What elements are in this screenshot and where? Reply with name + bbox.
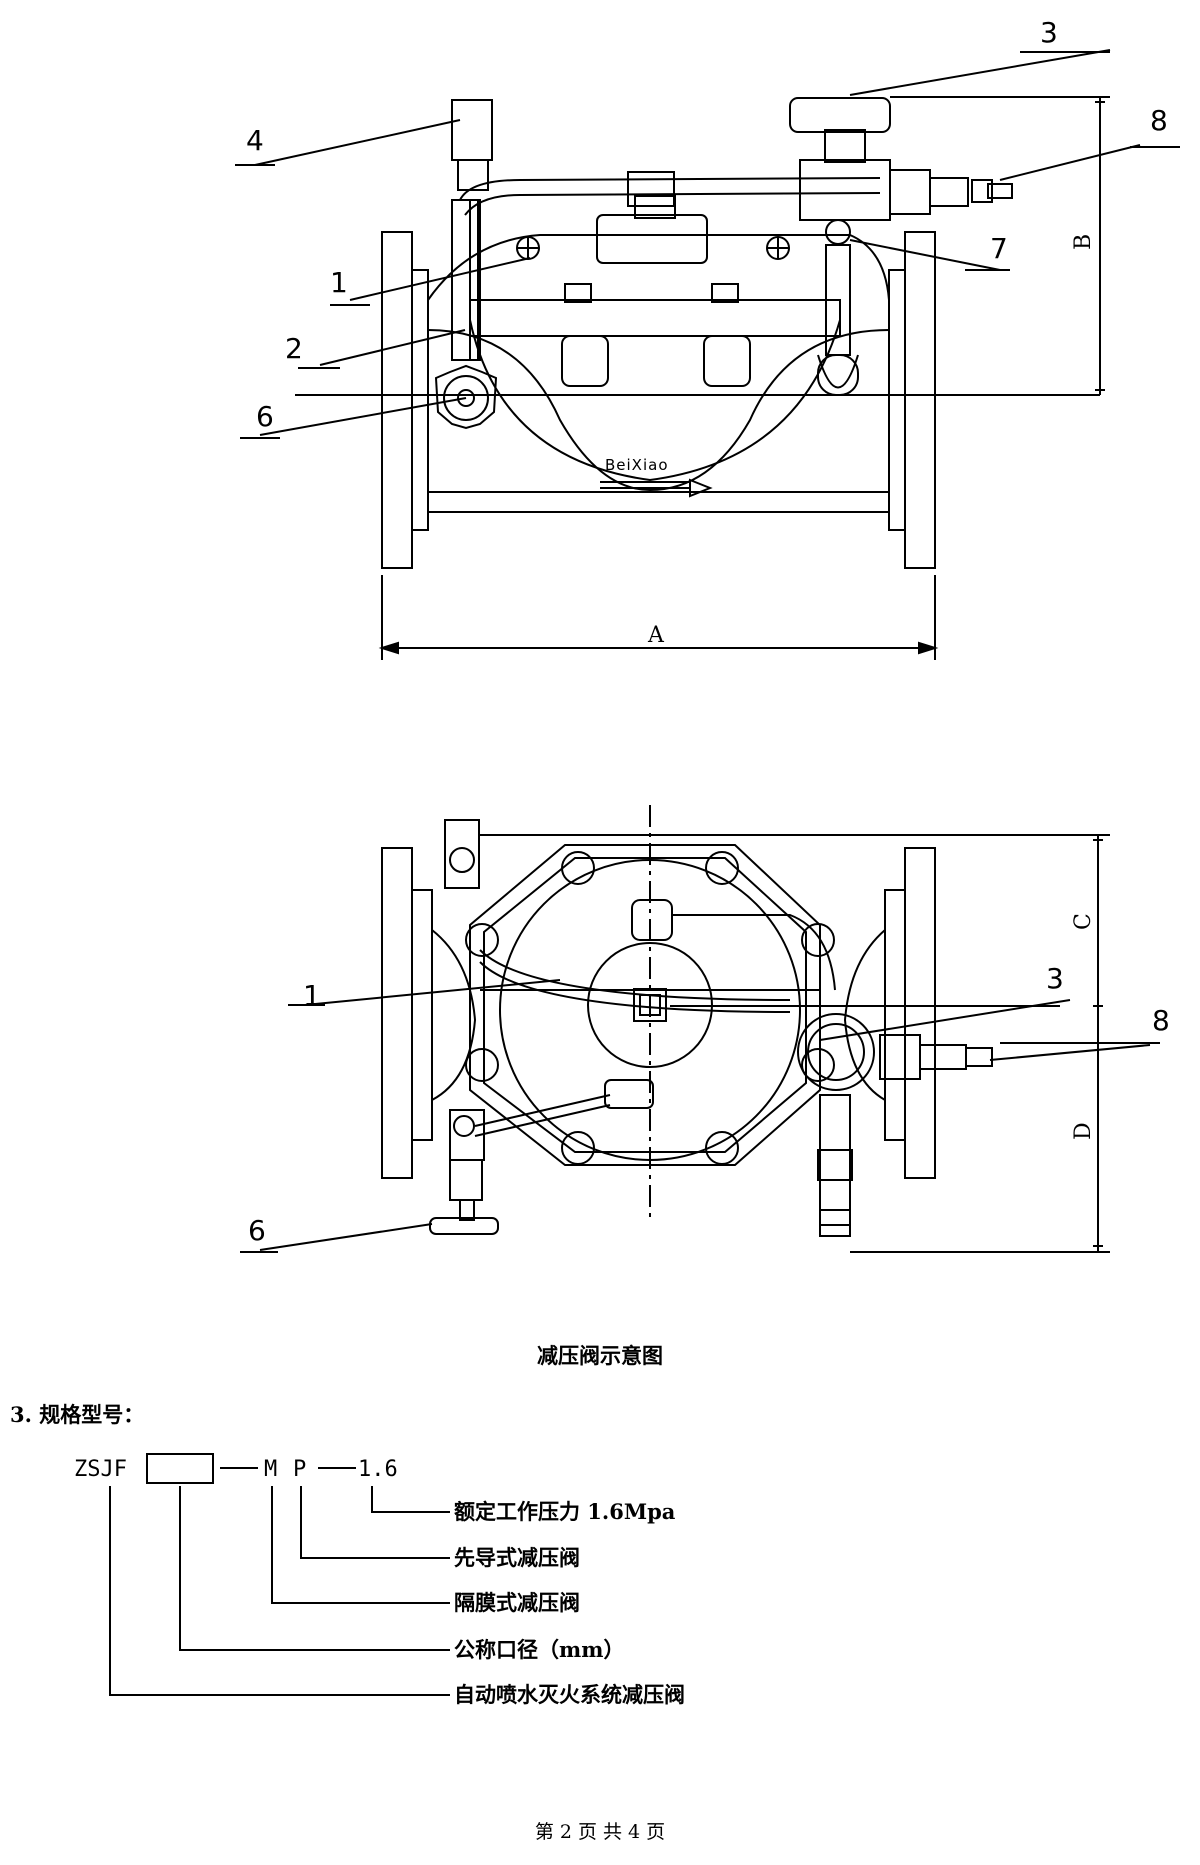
callout-3: 3: [1040, 16, 1058, 49]
left-top-valve: [444, 819, 480, 889]
pilot-body: [799, 159, 891, 221]
model-code-tree: ZSJF M P 1.6: [74, 1453, 450, 1696]
desc-diaphragm-type: 隔膜式减压阀: [454, 1590, 580, 1615]
code-prefix: ZSJF: [74, 1457, 127, 1482]
top-gauge: [797, 1013, 875, 1091]
callout-8: 8: [1150, 104, 1168, 137]
code-p: P: [293, 1457, 306, 1482]
left-flange: [381, 231, 413, 569]
callout-4: 4: [246, 124, 264, 157]
left-flange-neck: [411, 269, 429, 531]
code-pressure: 1.6: [358, 1457, 398, 1482]
dimension-a-label: A: [647, 623, 665, 648]
item4-strainer: [451, 99, 493, 161]
spec-heading: 3. 规格型号：: [10, 1402, 144, 1427]
right-column: [819, 1094, 851, 1226]
side-view: BeiXiao: [235, 49, 1180, 660]
top-callout-8: 8: [1152, 1004, 1170, 1037]
top-view: [240, 805, 1160, 1253]
code-m: M: [264, 1457, 277, 1482]
callout-7: 7: [990, 232, 1008, 265]
valve-bonnet: [427, 234, 890, 301]
diaphragm-band: [469, 299, 841, 337]
callout-2: 2: [285, 332, 303, 365]
top-callout-6: 6: [248, 1214, 266, 1247]
desc-nominal-caliber: 公称口径（mm）: [454, 1637, 624, 1662]
dimension-c-label: C: [1071, 913, 1096, 930]
dimension-d-label: D: [1071, 1122, 1096, 1140]
figure-caption: 减压阀示意图: [537, 1343, 663, 1368]
callout-6: 6: [256, 400, 274, 433]
left-pipe: [451, 199, 479, 361]
desc-pilot-type: 先导式减压阀: [454, 1545, 580, 1570]
right-flange: [904, 231, 936, 569]
dimension-b-label: B: [1071, 234, 1096, 250]
desc-sprinkler-system: 自动喷水灭火系统减压阀: [454, 1682, 685, 1707]
item3-pilot-cap: [789, 97, 891, 133]
callout-1: 1: [330, 266, 348, 299]
desc-rated-pressure: 额定工作压力 1.6Mpa: [454, 1499, 676, 1524]
flow-mark: BeiXiao: [605, 456, 669, 474]
page-footer: 第 2 页 共 4 页: [535, 1821, 665, 1843]
caliber-box: [146, 1453, 214, 1484]
top-handwheel: [429, 1217, 499, 1235]
side-handwheel: [443, 375, 489, 421]
octagon-cover: [469, 844, 821, 1166]
top-callout-1: 1: [303, 979, 321, 1012]
top-callout-3: 3: [1046, 962, 1064, 995]
right-flange-neck: [888, 269, 906, 531]
